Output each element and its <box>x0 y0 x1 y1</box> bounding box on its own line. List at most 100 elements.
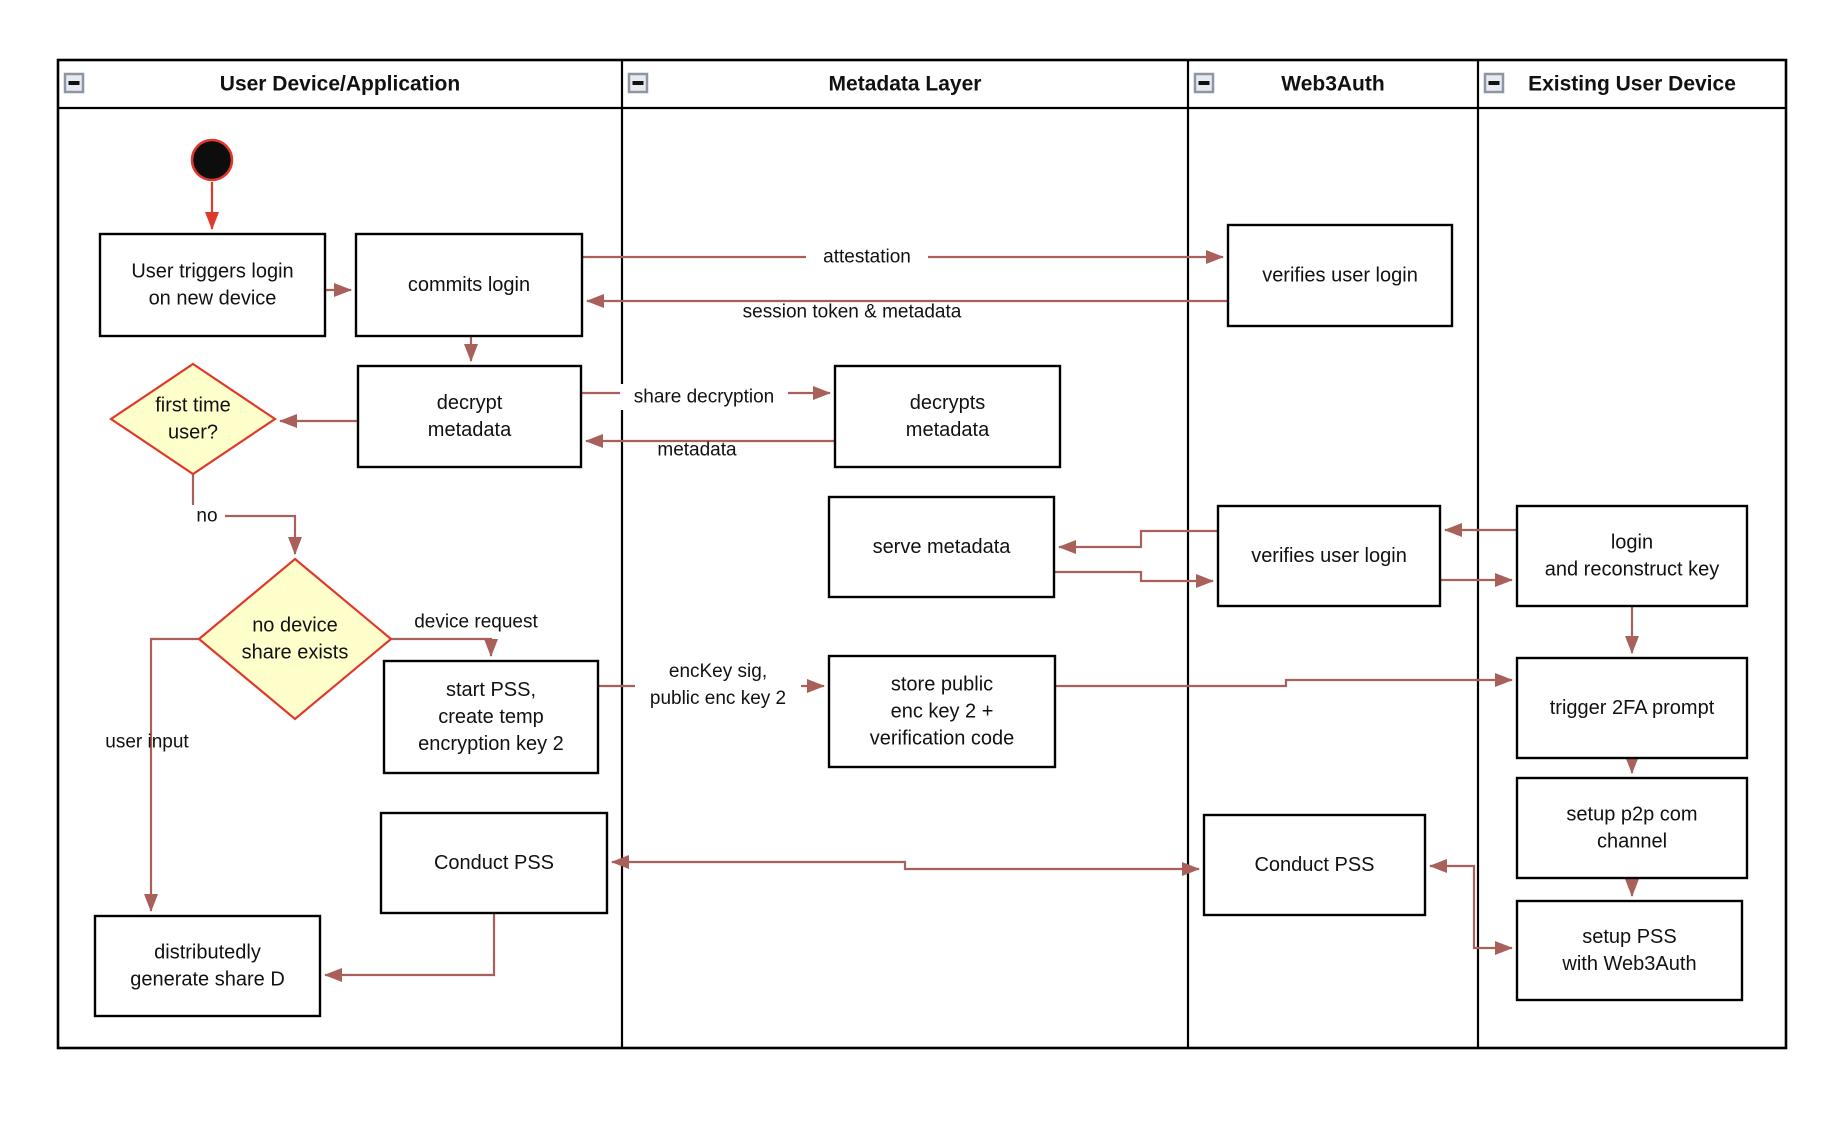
node-label: user? <box>168 422 218 444</box>
node-shape <box>1226 223 1454 328</box>
lane-title: Web3Auth <box>1281 73 1384 96</box>
node-shape <box>379 811 609 915</box>
node-shape <box>93 914 322 1018</box>
edge-label-text: device request <box>414 612 538 633</box>
node-label: no device <box>252 615 338 637</box>
node-label: trigger 2FA prompt <box>1550 697 1715 719</box>
node-shape <box>827 495 1056 599</box>
edge-label-session-token: session token & metadata <box>743 302 962 323</box>
edge-conduct-to-distributedly <box>324 913 496 982</box>
edge-label-bg <box>620 384 788 410</box>
edge-label-bg <box>635 657 801 713</box>
edge-label-text: public enc key 2 <box>650 688 786 709</box>
node-label: decrypt <box>437 392 503 414</box>
collapse-minus-icon[interactable] <box>1483 72 1505 94</box>
node-label: distributedly <box>154 942 261 964</box>
edge-store-to-trigger-2fa <box>1055 673 1513 688</box>
node-commits-login: commits login <box>354 232 584 338</box>
node-label: verification code <box>870 728 1015 750</box>
node-shape <box>98 232 327 338</box>
node-label: setup PSS <box>1582 926 1677 948</box>
edge-label-attestation: attestation <box>806 245 928 269</box>
node-shape <box>827 654 1057 769</box>
node-shape <box>356 364 583 469</box>
edge-label-share-decryption: share decryption <box>620 384 788 410</box>
lane-existing-user-device: Existing User Device <box>1483 72 1736 96</box>
edge-label-enckey-sig: encKey sig, public enc key 2 <box>635 657 801 713</box>
node-shape <box>1515 899 1744 1002</box>
edge-label-text: encKey sig, <box>669 661 767 682</box>
start-circle <box>190 138 234 182</box>
edge-label-text: session token & metadata <box>743 302 962 323</box>
edge-label-text: attestation <box>823 247 911 268</box>
node-label: verifies user login <box>1251 545 1407 567</box>
node-label: generate share D <box>130 969 285 991</box>
lane-title: Existing User Device <box>1528 73 1736 96</box>
node-shape <box>1515 656 1749 760</box>
edge-conduct-pss-link <box>611 855 1200 876</box>
node-label: serve metadata <box>873 536 1012 558</box>
edge-user-input-path <box>144 637 199 912</box>
node-shape <box>1515 504 1749 608</box>
node-label: metadata <box>906 419 990 441</box>
collapse-minus-icon[interactable] <box>627 72 649 94</box>
edge-label-bg <box>189 505 225 527</box>
decision-first-time-user: first time user? <box>109 362 277 476</box>
node-label: Conduct PSS <box>1254 854 1374 876</box>
lane-title: User Device/Application <box>220 73 460 96</box>
node-verifies-user-login-1: verifies user login <box>1226 223 1454 328</box>
edge-device-request <box>391 637 498 657</box>
node-label: login <box>1611 532 1653 554</box>
node-label: User triggers login <box>131 261 293 283</box>
node-shape <box>833 364 1062 469</box>
decision-shape <box>197 557 393 721</box>
edge-label-text: share decryption <box>634 387 774 408</box>
edge-setup-pss-conduct-link <box>1429 859 1513 955</box>
node-label: encryption key 2 <box>418 733 564 755</box>
edge-label-text: metadata <box>657 440 737 461</box>
node-conduct-pss-user: Conduct PSS <box>379 811 609 915</box>
node-label: store public <box>891 674 993 696</box>
node-trigger-2fa-prompt: trigger 2FA prompt <box>1515 656 1749 760</box>
node-label: verifies user login <box>1262 265 1418 287</box>
decision-shape <box>109 362 277 476</box>
node-serve-metadata: serve metadata <box>827 495 1056 599</box>
edge-verifies2-to-serve <box>1058 529 1218 554</box>
node-decrypt-metadata: decrypt metadata <box>356 364 583 469</box>
node-shape <box>354 232 584 338</box>
node-label: on new device <box>149 288 277 310</box>
node-label: commits login <box>408 274 530 296</box>
node-label: and reconstruct key <box>1545 559 1720 581</box>
node-label: first time <box>155 395 231 417</box>
collapse-minus-icon[interactable] <box>63 72 85 94</box>
lane-title: Metadata Layer <box>829 73 982 96</box>
decision-no-device-share-exists: no device share exists <box>197 557 393 721</box>
lane-user-device-application: User Device/Application <box>63 72 460 96</box>
node-shape <box>1202 813 1427 917</box>
node-user-triggers-login: User triggers login on new device <box>98 232 327 338</box>
node-label: metadata <box>428 419 512 441</box>
start-node <box>190 138 234 182</box>
node-label: share exists <box>242 642 349 664</box>
node-distributedly-generate-share: distributedly generate share D <box>93 914 322 1018</box>
node-label: create temp <box>438 706 544 728</box>
lane-metadata-layer: Metadata Layer <box>627 72 982 96</box>
edge-label-text: user input <box>105 732 189 753</box>
edge-label-metadata: metadata <box>657 440 737 461</box>
collapse-minus-icon[interactable] <box>1193 72 1215 94</box>
node-shape <box>1216 504 1442 608</box>
node-login-and-reconstruct-key: login and reconstruct key <box>1515 504 1749 608</box>
edge-first-time-no-path <box>191 474 302 555</box>
edge-label-user-input: user input <box>105 732 189 753</box>
edge-serve-to-verifies2 <box>1054 570 1214 588</box>
edge-label-device-request: device request <box>414 612 538 633</box>
node-label: channel <box>1597 831 1667 853</box>
node-setup-p2p-com-channel: setup p2p com channel <box>1515 776 1749 880</box>
node-label: setup p2p com <box>1566 804 1697 826</box>
